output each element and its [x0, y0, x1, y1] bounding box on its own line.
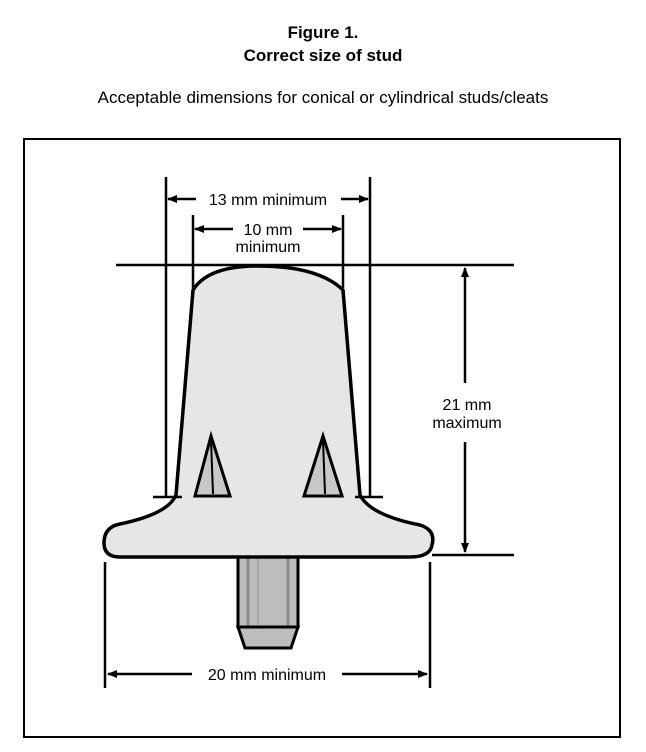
figure-subtitle: Acceptable dimensions for conical or cyl… [97, 88, 549, 107]
figure-title: Correct size of stud [243, 46, 403, 65]
height-dimension: 21 mm maximum [432, 267, 502, 553]
outer-width-dimension: 13 mm minimum [167, 192, 369, 209]
figure-label: Figure 1. [287, 23, 359, 42]
height-label-line1: 21 mm [443, 397, 492, 414]
height-label-line2: maximum [432, 415, 501, 432]
thread-stem [235, 553, 301, 650]
base-width-dimension: 20 mm minimum [107, 667, 428, 684]
outer-width-label: 13 mm minimum [209, 192, 327, 209]
tip-width-label-line2: minimum [236, 239, 301, 256]
tip-width-dimension: 10 mm minimum [194, 222, 342, 256]
stud-body [102, 264, 435, 559]
tip-width-label-line1: 10 mm [244, 222, 293, 239]
extension-lines [103, 177, 432, 688]
base-width-label: 20 mm minimum [208, 667, 326, 684]
